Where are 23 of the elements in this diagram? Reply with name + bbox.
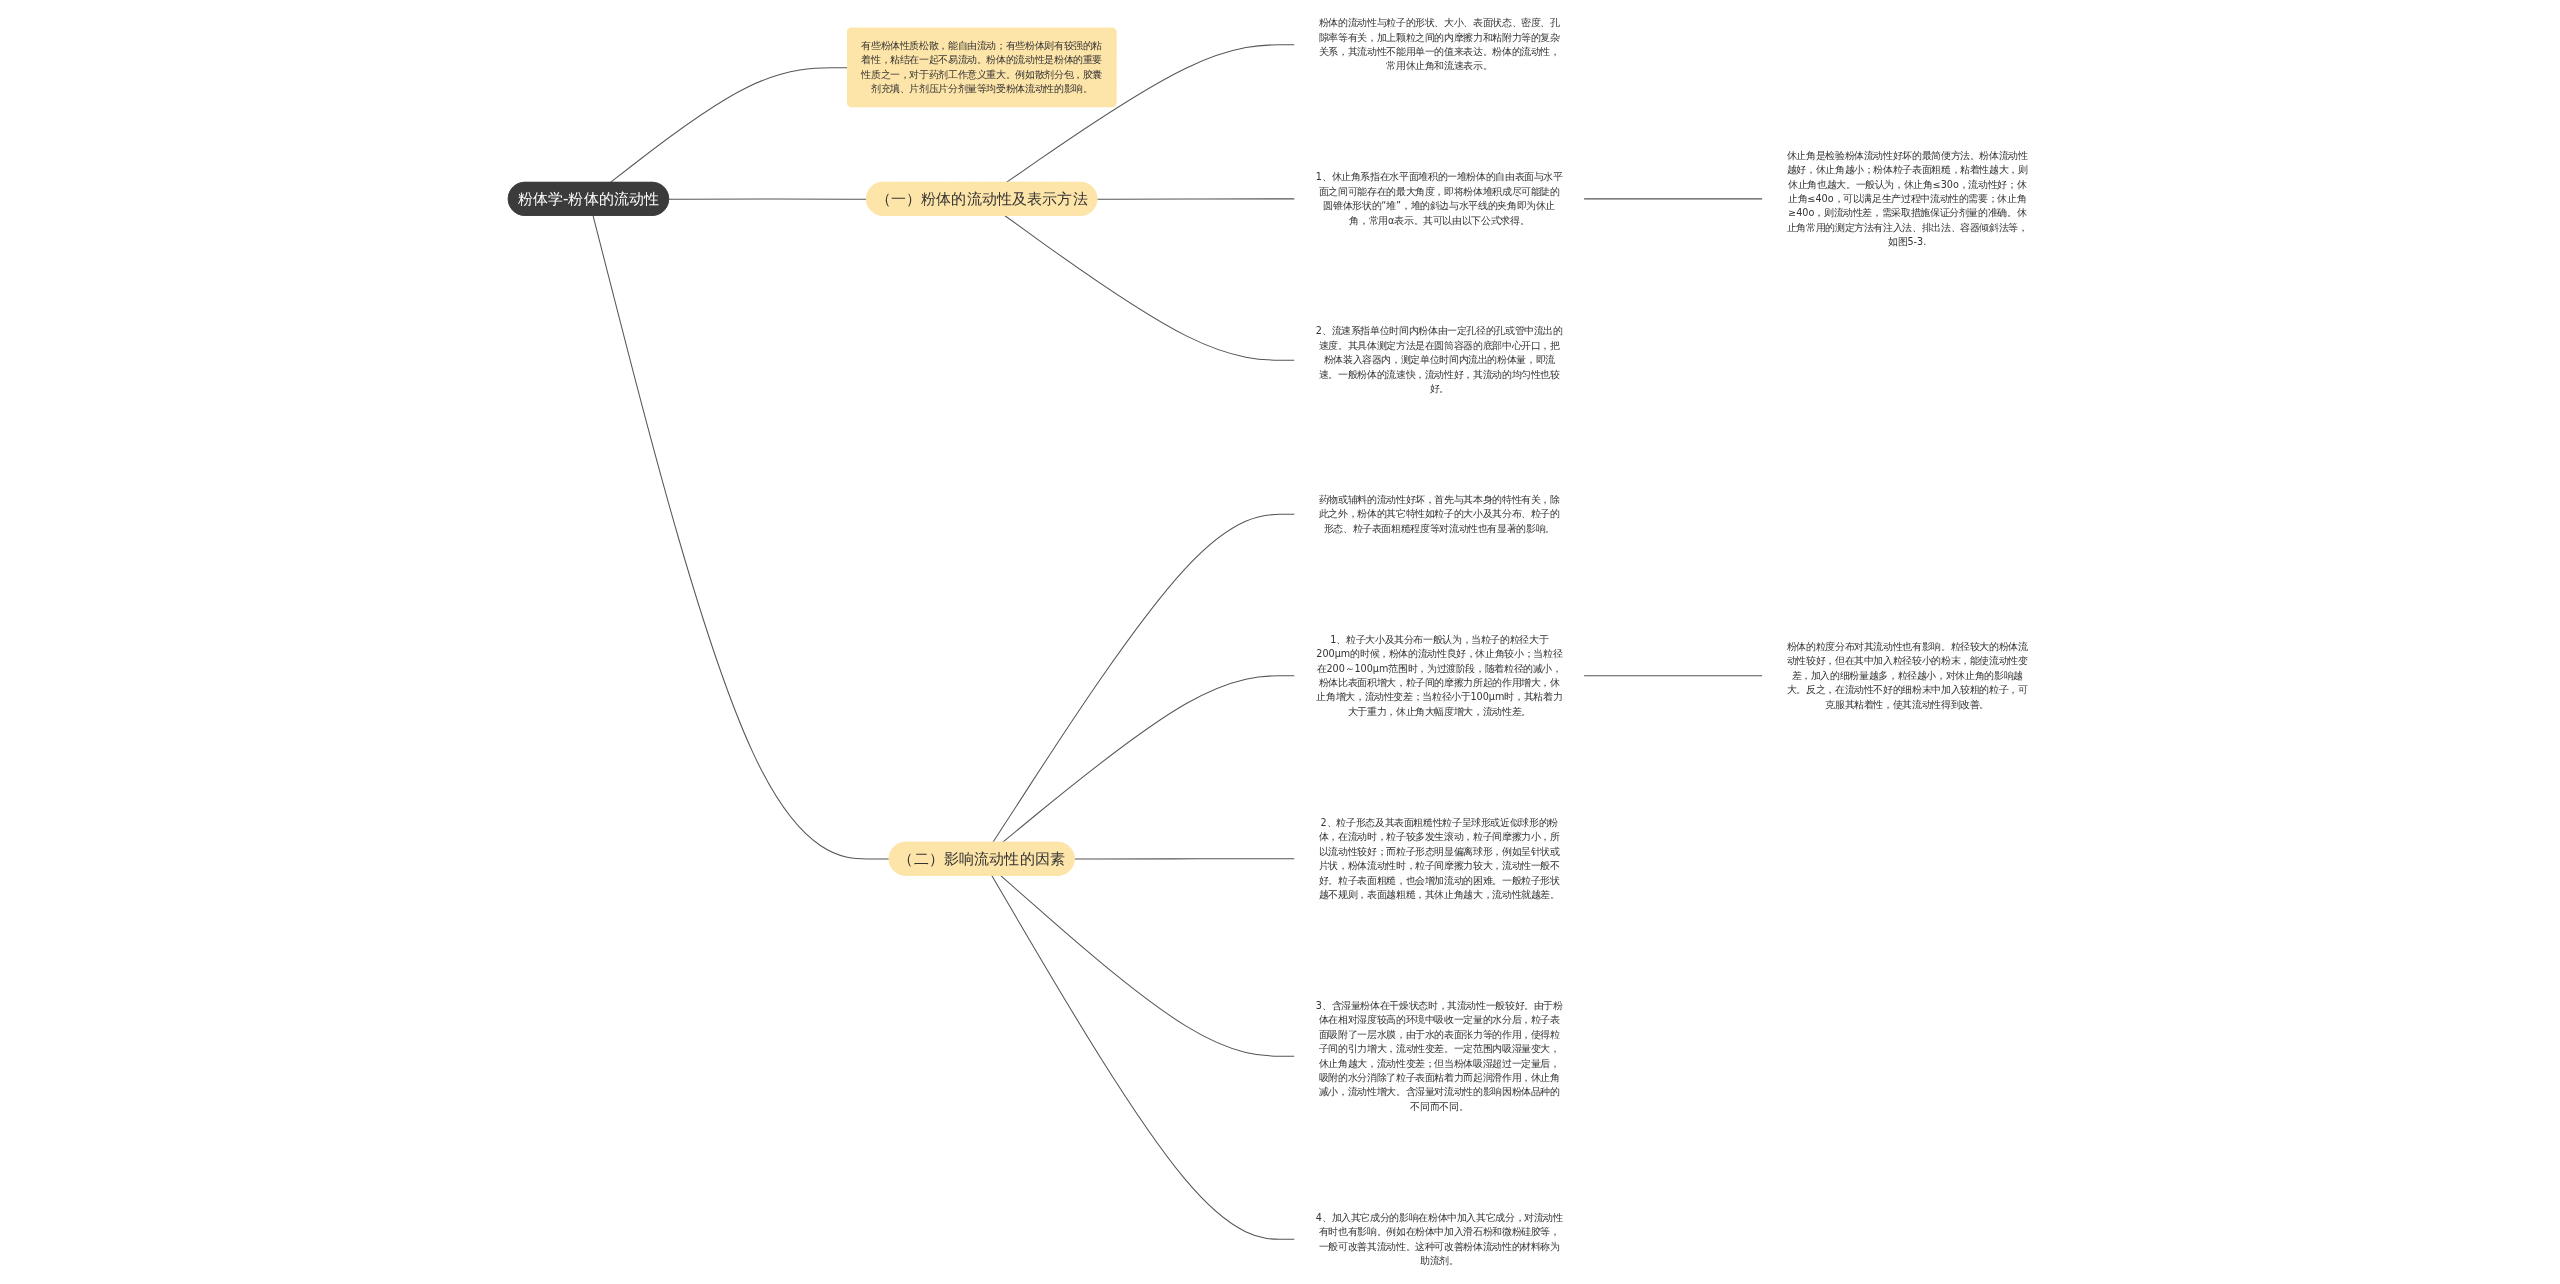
connector bbox=[991, 875, 1296, 1240]
node-text: 4、加入其它成分的影响在粉体中加入其它成分，对流动性有时也有影响。例如在粉体中加入滑石粉和微粉硅胶等，一般可改善其流动性。这种可改善粉体流动性的材料称为助流剂。 bbox=[1315, 1211, 1563, 1267]
connector bbox=[592, 215, 890, 860]
node-text: 粉体的粒度分布对其流动性也有影响。粒径较大的粉体流动性较好，但在其中加入粒径较小的粉末，能使流动性变差，加入的细粉量越多，粒径越小，对休止角的影响越大。反之，在流动性不好的细粉末中加入较粗的粒子，可克服其粘着性，使其流动性得到改善。 bbox=[1786, 640, 2028, 710]
connector bbox=[668, 198, 868, 200]
node-text: 2、粒子形态及其表面粗糙性粒子呈球形或近似球形的粉体，在流动时，粒子较多发生滚动，粒子间摩擦力小，所以流动性较好；而粒子形态明显偏离球形，例如呈针状或片状，粉体流动性时，粒子间摩擦力较大，流动性一般不好。粒子表面粗糙，也会增加流动的困难。一般粒子形状越不规则，表面越粗糙，其休止角越大，流动性就越差。 bbox=[1318, 816, 1560, 901]
node-text: 2、流速系指单位时间内粉体由一定孔径的孔或管中流出的速度。其具体测定方法是在圆筒容器的底部中心开口，把粉体装入容器内，测定单位时间内流出的粉体量，即流速。一般粉体的流速快，流动性好，其流动的均匀性也较好。 bbox=[1315, 325, 1563, 395]
connector bbox=[1583, 198, 1764, 200]
node-text: 3、含湿量粉体在干燥状态时，其流动性一般较好。由于粉体在相对湿度较高的环境中吸收一定量的水分后，粒子表面吸附了一层水膜，由于水的表面张力等的作用，使得粒子间的引力增大，流动性变差。一定范围内吸湿量变大，休止角越大，流动性变差；但当粉体吸湿超过一定量后，吸附的水分消除了粒子表面粘着力而起润滑作用，休止角减小，流动性增大。含湿量对流动性的影响因粉体品种的不同而不同。 bbox=[1315, 999, 1563, 1112]
connector bbox=[1001, 675, 1296, 844]
node-text: 1、休止角系指在水平面堆积的一堆粉体的自由表面与水平面之间可能存在的最大角度，即将粉体堆积成尽可能陡的圆锥体形状的“堆”，堆的斜边与水平线的夹角即为休止角，常用α表示。其可以由以下公式求得。 bbox=[1315, 171, 1563, 226]
connector bbox=[609, 67, 849, 184]
connector bbox=[1004, 215, 1296, 361]
node-text: 休止角是检验粉体流动性好坏的最简便方法。粉体流动性越好，休止角越小；粉体粒子表面粗糙，粘着性越大，则休止角也越大。一般认为，休止角≤30o，流动性好；休止角≤40o，可以满足生产过程中流动性的需要；休止角≥40o，则流动性差，需采取措施保证分剂量的准确。休止角常用的测定方法有注入法、排出法、容器倾斜法等，如图5-3. bbox=[1786, 149, 2028, 248]
connector bbox=[1005, 44, 1296, 184]
connector bbox=[1074, 858, 1296, 860]
node-text: 1、粒子大小及其分布一般认为，当粒子的粒径大于200μm的时候，粉体的流动性良好，休止角较小；当粒径在200～100μm范围时，为过渡阶段，随着粒径的减小，粉体比表面积增大，粒子间的摩擦力所起的作用增大，休止角增大，流动性变差；当粒径小于100μm时，其粘着力大于重力，休止角大幅度增大，流动性差。 bbox=[1316, 633, 1563, 717]
connector bbox=[1096, 198, 1296, 200]
node-text: 药物或辅料的流动性好坏，首先与其本身的特性有关，除此之外，粉体的其它特性如粒子的大小及其分布、粒子的形态、粒子表面粗糙程度等对流动性也有显著的影响。 bbox=[1318, 494, 1560, 534]
node-text: 粉体的流动性与粒子的形状、大小、表面状态、密度、孔隙率等有关，加上颗粒之间的内摩擦力和粘附力等的复杂关系，其流动性不能用单一的值来表达。粉体的流动性，常用休止角和流速表示。 bbox=[1318, 17, 1560, 72]
connector bbox=[1000, 875, 1296, 1057]
connector bbox=[992, 513, 1296, 844]
connector bbox=[1583, 675, 1764, 677]
